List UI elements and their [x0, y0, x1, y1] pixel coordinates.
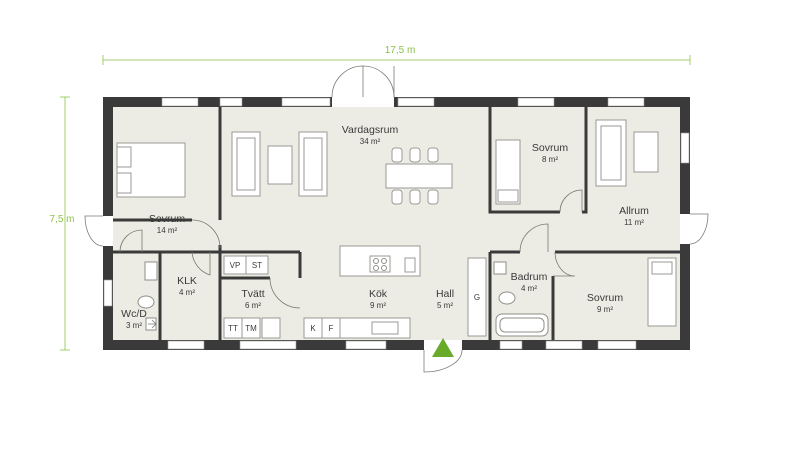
laundry-machines: TT TM — [223, 317, 281, 339]
vp-label: VP — [230, 261, 241, 270]
wardrobe-g-label: G — [474, 293, 480, 302]
room-vardagsrum-area: 34 m² — [360, 137, 381, 146]
side-door-right[interactable] — [680, 213, 709, 245]
single-bed-small — [495, 139, 521, 205]
room-sovrum-3-area: 9 m² — [597, 305, 613, 314]
sofa-right — [298, 131, 328, 197]
interior-doors — [119, 189, 583, 309]
room-sovrum-1: Sovrum 14 m² — [149, 213, 185, 235]
coffee-table — [267, 145, 293, 185]
room-sovrum-2-name: Sovrum — [532, 142, 568, 154]
tt-label: TT — [228, 324, 238, 333]
room-wc-area: 3 m² — [126, 321, 142, 330]
single-bed-large — [647, 257, 677, 327]
badrum-fixtures — [493, 261, 549, 337]
side-door-left[interactable] — [84, 215, 113, 247]
kitchen-island — [339, 245, 421, 277]
allrum-table — [633, 131, 659, 173]
room-badrum-name: Badrum — [511, 271, 548, 283]
room-wc-name: Wc/D — [121, 308, 147, 320]
floor-area — [103, 97, 690, 350]
room-kok-area: 9 m² — [370, 301, 386, 310]
patio-door[interactable] — [331, 65, 395, 107]
room-kok-name: Kök — [369, 288, 388, 300]
room-sovrum-2: Sovrum 8 m² — [532, 142, 568, 164]
room-wc: Wc/D 3 m² — [121, 308, 147, 330]
dining-table — [385, 147, 453, 205]
double-bed — [116, 142, 186, 198]
room-vardagsrum-name: Vardagsrum — [342, 124, 399, 136]
room-sovrum-1-area: 14 m² — [157, 226, 178, 235]
room-hall-area: 5 m² — [437, 301, 453, 310]
room-hall-name: Hall — [436, 288, 454, 300]
allrum-sofa — [595, 119, 627, 187]
room-vardagsrum: Vardagsrum 34 m² — [342, 124, 399, 146]
room-hall: Hall 5 m² — [436, 288, 454, 310]
height-dimension: 7,5 m — [49, 96, 75, 351]
room-klk-name: KLK — [177, 275, 197, 287]
room-sovrum-3: Sovrum 9 m² — [587, 292, 623, 314]
room-tvatt: Tvätt 6 m² — [241, 288, 264, 310]
room-tvatt-name: Tvätt — [241, 288, 264, 300]
st-label: ST — [252, 261, 262, 270]
freezer-f-label: F — [329, 324, 334, 333]
room-klk-area: 4 m² — [179, 288, 195, 297]
entrance-marker — [432, 338, 454, 357]
room-allrum: Allrum 11 m² — [619, 205, 649, 227]
fridge-k-label: K — [310, 324, 316, 333]
tm-label: TM — [245, 324, 257, 333]
room-badrum: Badrum 4 m² — [511, 271, 548, 293]
room-sovrum-1-name: Sovrum — [149, 213, 185, 225]
sofa-left — [231, 131, 261, 197]
room-tvatt-area: 6 m² — [245, 301, 261, 310]
room-kok: Kök 9 m² — [369, 288, 388, 310]
room-sovrum-2-area: 8 m² — [542, 155, 558, 164]
wc-fixtures — [137, 261, 158, 331]
entrance-door[interactable] — [423, 338, 463, 373]
room-klk: KLK 4 m² — [177, 275, 197, 297]
kitchen-counter: K F — [303, 317, 411, 339]
room-allrum-name: Allrum — [619, 205, 649, 217]
windows — [103, 97, 690, 350]
room-badrum-area: 4 m² — [521, 284, 537, 293]
room-allrum-area: 11 m² — [624, 218, 644, 227]
width-dimension: 17,5 m — [102, 45, 691, 65]
room-sovrum-3-name: Sovrum — [587, 292, 623, 304]
hall-wardrobe: G — [467, 257, 487, 337]
laundry-cabinets-top: VP ST — [223, 255, 269, 275]
width-dimension-label: 17,5 m — [385, 45, 416, 56]
height-dimension-label: 7,5 m — [49, 214, 74, 225]
